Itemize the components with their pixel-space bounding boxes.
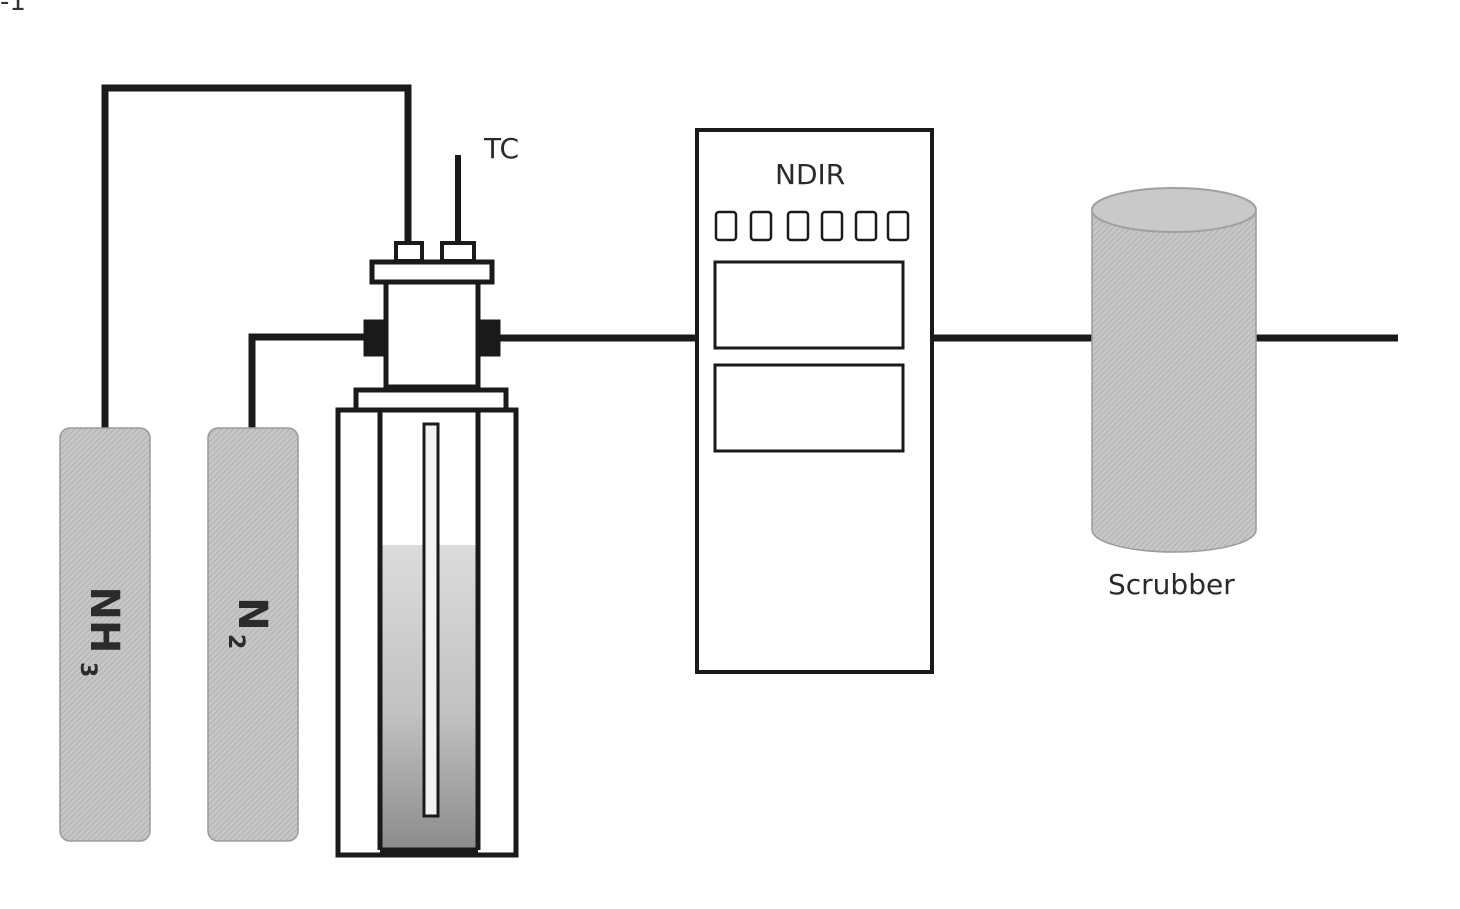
ndir-analyzer [697,130,932,672]
ammonia-inlet-fitting [396,243,422,261]
scrubber-top [1092,188,1256,232]
reactor-top-flange [372,262,492,282]
scrubber-label: Scrubber [1108,568,1235,601]
nitrogen-label: N [229,597,275,630]
ammonia-label-subscript: 3 [75,662,100,677]
ndir-display-upper [715,262,903,348]
ndir-display-lower [715,365,903,451]
ammonia-cylinder: NH 3 [60,428,150,841]
nitrogen-cylinder: N 2 [208,428,298,841]
nitrogen-label-subscript: 2 [223,634,248,649]
ndir-indicator-1 [716,212,736,240]
thermocouple-fitting [442,243,474,261]
nitrogen-inlet-port [366,322,386,354]
ndir-indicator-3 [788,212,808,240]
ndir-indicator-2 [751,212,771,240]
thermocouple-label: TC [483,132,519,165]
ndir-indicator-4 [822,212,842,240]
ammonia-feed-line [105,88,408,432]
corner-fragment: -1 [0,0,26,17]
ndir-indicator-6 [888,212,908,240]
scrubber [1092,188,1256,552]
ndir-indicator-5 [856,212,876,240]
dip-tube [424,424,438,816]
reactor-head [386,282,478,387]
reactor-bottom-flange [356,390,506,410]
gas-outlet-port [478,322,498,354]
ammonia-label: NH [81,587,127,654]
ndir-label: NDIR [775,158,845,191]
reactor-vessel [338,155,516,855]
scrubber-body [1092,210,1256,552]
